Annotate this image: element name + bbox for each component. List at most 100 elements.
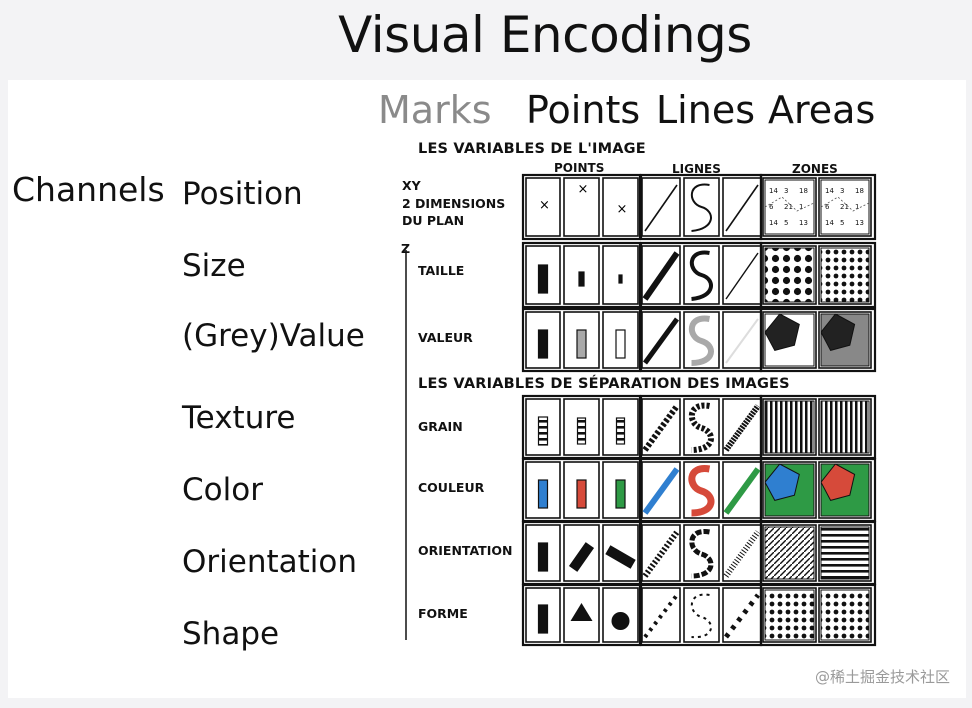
position-point-2-mark: × [617,202,628,217]
forme-4-cell [683,587,720,643]
position-line-0-mark [644,184,678,232]
orientation-zone-1-bg [820,526,870,580]
position-line-1-mark [691,183,712,232]
position-zone-0-number: 3 [784,187,788,195]
grain-line-1-mark [689,402,714,453]
position-zone-1-number: 5 [840,219,844,227]
orientation-6-cell [762,524,817,582]
xy-plan-label: DU PLAN [402,213,465,228]
forme-line-2-mark [724,593,760,639]
couleur-zone-0-region [764,463,800,501]
forme-line-0-mark [643,593,679,639]
forme-7-cell [818,587,872,643]
row-label-forme: FORME [418,606,468,621]
position-zone-0-number: 18 [799,187,808,195]
taille-1-cell [563,245,600,305]
xy-dimensions-label: 2 DIMENSIONS [402,196,506,211]
grain-5-cell [722,398,762,456]
taille-line-0-mark [642,251,680,301]
position-0-cell [525,177,561,237]
grain-line-0-mark [642,404,680,452]
valeur-point-1-mark [576,329,587,359]
position-1-cell [563,177,600,237]
valeur-zone-1-region [820,313,856,351]
channels-header: Channels [12,170,165,209]
orientation-0-cell [525,524,561,582]
forme-point-1-mark [570,603,593,621]
valeur-7-cell [818,311,872,369]
position-3-cell [641,177,681,237]
grain-7-cell [818,398,872,456]
taille-0-cell [525,245,561,305]
position-5-cell [722,177,762,237]
couleur-zone-1-region [820,463,856,501]
couleur-0-cell [525,461,561,519]
position-zone-1-number: 21 [840,203,849,211]
taille-2-cell [602,245,639,305]
taille-line-2-mark [725,252,759,300]
lines-header: Lines [656,88,755,132]
position-zone-1-number: 14 [825,219,834,227]
orientation-point-0-mark [537,542,549,572]
channel-shape: Shape [182,616,280,652]
orientation-5-cell [722,524,762,582]
taille-3-cell [641,245,681,305]
valeur-line-1-mark [689,315,714,366]
couleur-line-1-mark [688,465,715,517]
grain-6-cell [762,398,817,456]
taille-point-0-mark [537,264,549,294]
valeur-5-cell [722,311,762,369]
position-zone-0-number: 1 [799,203,803,211]
orientation-zone-0-bg [764,526,815,580]
grain-zone-1-bg [820,400,870,454]
grain-zone-0-bg [764,400,815,454]
orientation-line-1-mark [689,529,714,579]
couleur-5-cell [722,461,762,519]
grain-point-2-mark [615,417,626,445]
orientation-3-cell [641,524,681,582]
valeur-6-cell [762,311,817,369]
position-zone-0-number: 13 [799,219,808,227]
couleur-point-1-mark [576,479,587,509]
watermark: @稀土掘金技术社区 [814,668,950,686]
orientation-point-2-mark [605,545,636,569]
couleur-line-2-mark [723,467,761,515]
slide-title: Visual Encodings [338,6,752,64]
position-zone-1-number: 13 [855,219,864,227]
taille-7-cell [818,245,872,305]
position-4-cell [683,177,720,237]
forme-zone-0-bg [764,589,815,641]
valeur-point-2-mark [615,329,626,359]
valeur-line-0-mark [642,317,680,365]
valeur-0-cell [525,311,561,369]
position-7-cell [818,177,872,237]
valeur-line-2-mark [725,318,759,364]
position-zone-1-number: 14 [825,187,834,195]
forme-6-cell [762,587,817,643]
position-zone-0-number: 14 [769,187,778,195]
z-label: Z [401,241,411,256]
position-zone-0-number: 14 [769,219,778,227]
row-label-taille: TAILLE [418,263,465,278]
lignes-column-label: LIGNES [672,162,721,176]
taille-line-1-mark [690,250,713,301]
couleur-7-cell [818,461,872,519]
position-line-2-mark [725,184,759,232]
valeur-zone-0-region [764,313,800,351]
position-2-cell [602,177,639,237]
forme-point-0-mark [537,604,549,634]
forme-line-1-mark [691,593,712,639]
position-zone-1-number: 18 [855,187,864,195]
couleur-1-cell [563,461,600,519]
grain-2-cell [602,398,639,456]
separation-variables-title: LES VARIABLES DE SÉPARATION DES IMAGES [418,376,790,392]
position-zone-1-number: 1 [855,203,859,211]
row-label-couleur: COULEUR [418,480,485,495]
forme-3-cell [641,587,681,643]
grain-1-cell [563,398,600,456]
taille-zone-1-bg [820,247,870,303]
points-header: Points [526,88,641,132]
forme-zone-1-bg [820,589,870,641]
grain-4-cell [683,398,720,456]
